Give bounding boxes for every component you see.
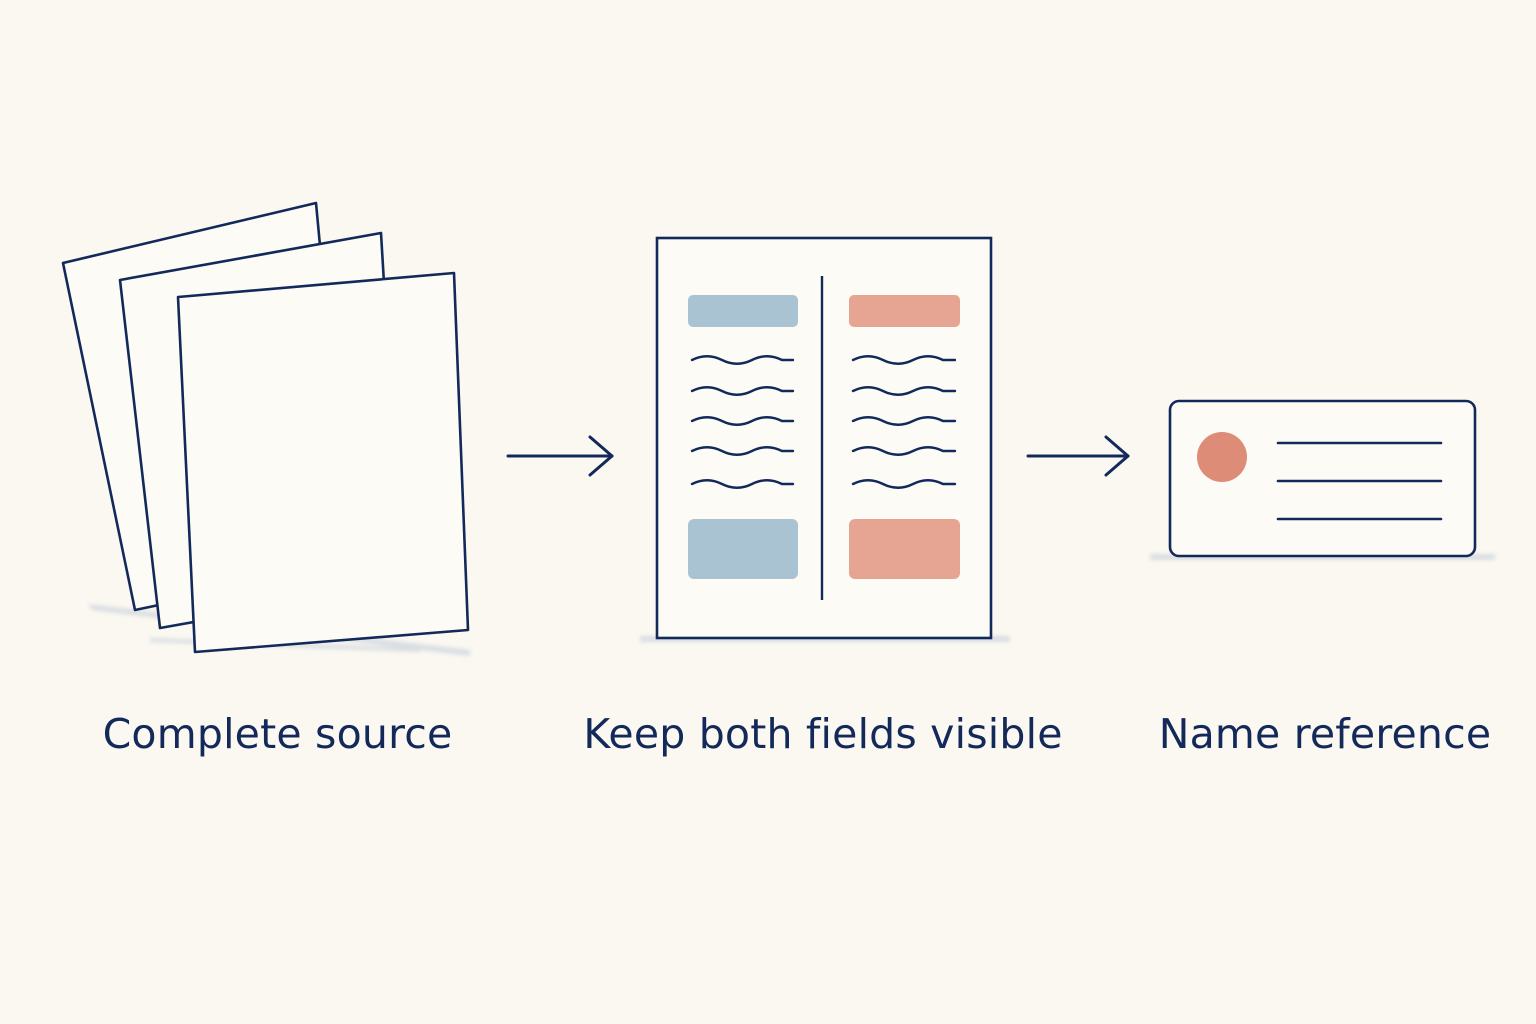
arrow-right-icon bbox=[1026, 435, 1130, 477]
step-1-label: Complete source bbox=[102, 710, 453, 758]
step-3-label: Name reference bbox=[1158, 710, 1492, 758]
card-frame bbox=[1168, 399, 1477, 558]
right-text-lines bbox=[851, 355, 957, 489]
left-field-header bbox=[688, 295, 798, 327]
arrow-right-icon bbox=[506, 435, 614, 477]
two-column-document-icon bbox=[640, 236, 1010, 642]
stacked-pages-icon bbox=[61, 201, 470, 656]
card-marker-dot bbox=[1197, 432, 1247, 482]
card-lines bbox=[1276, 441, 1443, 521]
right-field-header bbox=[849, 295, 960, 327]
left-field-box bbox=[688, 519, 798, 579]
left-text-lines bbox=[690, 355, 795, 489]
right-field-box bbox=[849, 519, 960, 579]
step-2-label: Keep both fields visible bbox=[583, 710, 1063, 758]
front-page bbox=[176, 271, 470, 654]
reference-card-icon bbox=[1150, 399, 1495, 560]
